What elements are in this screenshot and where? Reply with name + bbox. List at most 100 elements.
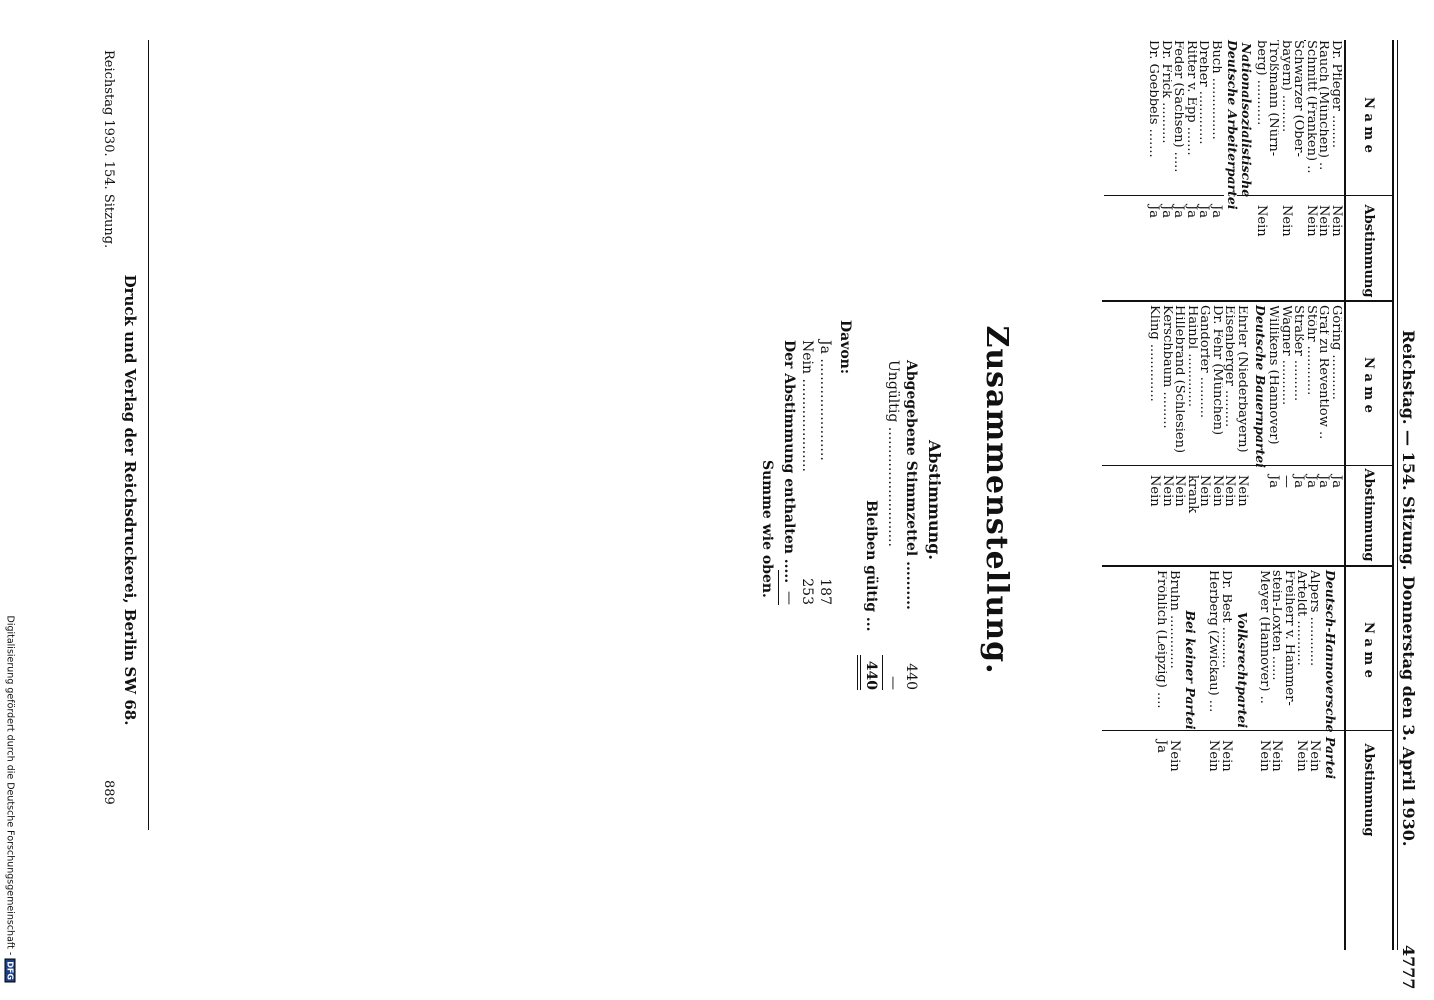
name-row: Freiherr v. Hammer- [1282, 570, 1296, 706]
name-row: Göring ........... [1329, 305, 1343, 400]
col3-vote-header: Abstimmung [1361, 743, 1376, 837]
footer-rule [148, 40, 149, 830]
abgegebene-value: 440 [903, 663, 919, 690]
party-heading: Deutsche Arbeiterpartei [1225, 40, 1240, 210]
summary-table: Abgegebene Stimmzettel .......... 440 Un… [719, 320, 919, 700]
vote-cell: Ja [1146, 205, 1162, 218]
name-row: Kerschbaum ......... [1160, 305, 1174, 429]
col2-vote-header: Abstimmung [1361, 468, 1376, 562]
name-row: Ritter v. Epp ....... [1184, 40, 1198, 156]
name-row: Gandorfer .......... [1198, 305, 1211, 419]
vote-cell: Ja [1266, 475, 1282, 488]
vote-cell: Nein [1294, 740, 1310, 772]
vote-cell: Nein [1257, 740, 1272, 772]
name-row: Dr. Pfleger ........ [1329, 40, 1343, 149]
name-row: Stöhr ............ [1304, 305, 1318, 396]
col3-names-2: Dr. Best .......... Herberg (Zwickau) ..… [1207, 570, 1232, 712]
name-row: Kling .............. [1148, 305, 1161, 402]
vote-cell: Ja [1184, 205, 1199, 218]
name-row: Willikens (Hannover) [1267, 305, 1280, 445]
abgegebene-label: Abgegebene Stimmzettel .......... [903, 360, 919, 610]
vote-cell: Nein [1254, 205, 1269, 237]
vote-cell: Ja [1304, 475, 1319, 488]
vote-cell: Nein [1147, 475, 1163, 507]
vote-cell: Nein [1304, 205, 1319, 237]
ja-value: 187 [817, 578, 833, 605]
party-heading: Volksrechtpartei [1235, 611, 1250, 729]
party-heading: Deutsch-Hannoversche Partei [1323, 570, 1338, 780]
vote-cell: Ja [1154, 740, 1170, 753]
name-row: Dr. Goebbels ....... [1147, 40, 1160, 158]
vote-cell: krank [1185, 475, 1200, 514]
vote-cell: Nein [1219, 740, 1234, 772]
bleiben-value: 440 [863, 660, 879, 690]
enthalten-label: Der Abstimmung enthalten ..... [781, 340, 797, 584]
col2-name-header: N a m e [1361, 357, 1376, 413]
vote-cell [1283, 740, 1296, 772]
credit-text: Digitalisierung gefördert durch die Deut… [4, 615, 16, 956]
summary-subtitle: Abstimmung. [925, 440, 944, 560]
col3-names-3: Bruhn ............. Fröhlich (Leipzig) .… [1155, 570, 1180, 708]
vote-cell: Ja [1159, 205, 1174, 218]
name-row: Arteldt ........... [1295, 570, 1308, 666]
davon-label: Davon: [837, 320, 853, 375]
name-row: Alpers ............ [1307, 570, 1321, 667]
bleiben-label: Bleiben gültig ... [863, 500, 879, 632]
footer-left: Reichstag 1930. 154. Sitzung. [101, 50, 116, 249]
name-row: Bruhn ............. [1167, 570, 1181, 669]
col2-names: Göring ........... Graf zu Reventlow .. … [1267, 305, 1342, 445]
name-row: Fröhlich (Leipzig) .... [1155, 570, 1168, 709]
vote-cell: Nein [1160, 475, 1175, 507]
vote-cell: Nein [1167, 740, 1182, 772]
name-row: Herberg (Zwickau) ... [1207, 570, 1220, 713]
summary-title: Zusammenstellung. [979, 325, 1014, 675]
footer-page: 889 [101, 780, 116, 805]
name-row: Rauch (München) .. [1317, 40, 1330, 171]
name-row: berg) ........... [1254, 40, 1268, 126]
vote-cell: Nein [1329, 205, 1344, 237]
col3-votes-2: Nein Nein [1206, 740, 1235, 772]
summe-label: Summe wie oben. [759, 460, 775, 598]
ungueltig-value: — [885, 676, 901, 690]
dfg-logo-icon: DFG [4, 958, 16, 983]
name-row: Graf zu Reventlow .. [1317, 305, 1330, 440]
name-row: Meyer (Hannover) .. [1257, 570, 1271, 704]
col1-names-2: Buch ............... Dreher ............… [1147, 40, 1222, 172]
printer-imprint: Druck und Verlag der Reichsdruckerei, Be… [121, 274, 139, 726]
vote-cell: Nein [1210, 475, 1225, 507]
vote-cell: Nein [1206, 740, 1222, 772]
vote-cell: Nein [1307, 740, 1322, 772]
col1-vote-header: Abstimmung [1361, 204, 1376, 298]
name-row: Buch ............... [1209, 40, 1223, 140]
page-header-title: Reichstag. — 154. Sitzung. Donnerstag de… [1399, 330, 1418, 847]
name-row: Wagner ........... [1279, 305, 1293, 406]
vote-cell: Nein [1279, 205, 1294, 237]
vote-cell: Ja [1209, 205, 1224, 218]
name-row: Hainbl ............. [1185, 305, 1199, 407]
col3-votes-1: Nein Nein Nein Nein [1257, 740, 1322, 772]
ja-label: Ja ....................... [817, 340, 833, 461]
col1-votes-2: Ja Ja Ja Ja Ja Ja [1146, 205, 1225, 218]
name-row: Troßmann (Nürn- [1267, 40, 1280, 157]
name-row: Straßer .......... [1292, 305, 1305, 402]
col1-name-header: N a m e [1361, 97, 1376, 153]
vote-cell: — [1279, 475, 1294, 488]
header-rule-thin [1397, 40, 1398, 950]
col1-names: Dr. Pfleger ........ Rauch (München) .. … [1255, 40, 1343, 173]
name-row: stein-Loxten ...... [1270, 570, 1283, 681]
vote-cell: Ja [1329, 475, 1344, 488]
name-row: Ehrler (Niederbayern) [1235, 305, 1249, 453]
nein-label: Nein ..................... [799, 340, 815, 472]
vote-cell: Nein [1235, 475, 1250, 507]
name-row: Hillebrand (Schlesien) [1173, 305, 1186, 454]
table-header-rule [1344, 40, 1346, 950]
nein-value: 253 [799, 578, 815, 605]
header-rule-thick [1392, 40, 1394, 950]
col3-votes-3: Nein Ja [1154, 740, 1183, 772]
name-row: Eisenberger ......... [1223, 305, 1236, 428]
party-heading: Nationalsozialistische [1239, 42, 1254, 198]
enthalten-value: — [781, 591, 797, 605]
col2-votes: Ja Ja Ja Ja — Ja [1266, 475, 1345, 488]
name-row: Feder (Sachsen) ..... [1172, 40, 1185, 173]
